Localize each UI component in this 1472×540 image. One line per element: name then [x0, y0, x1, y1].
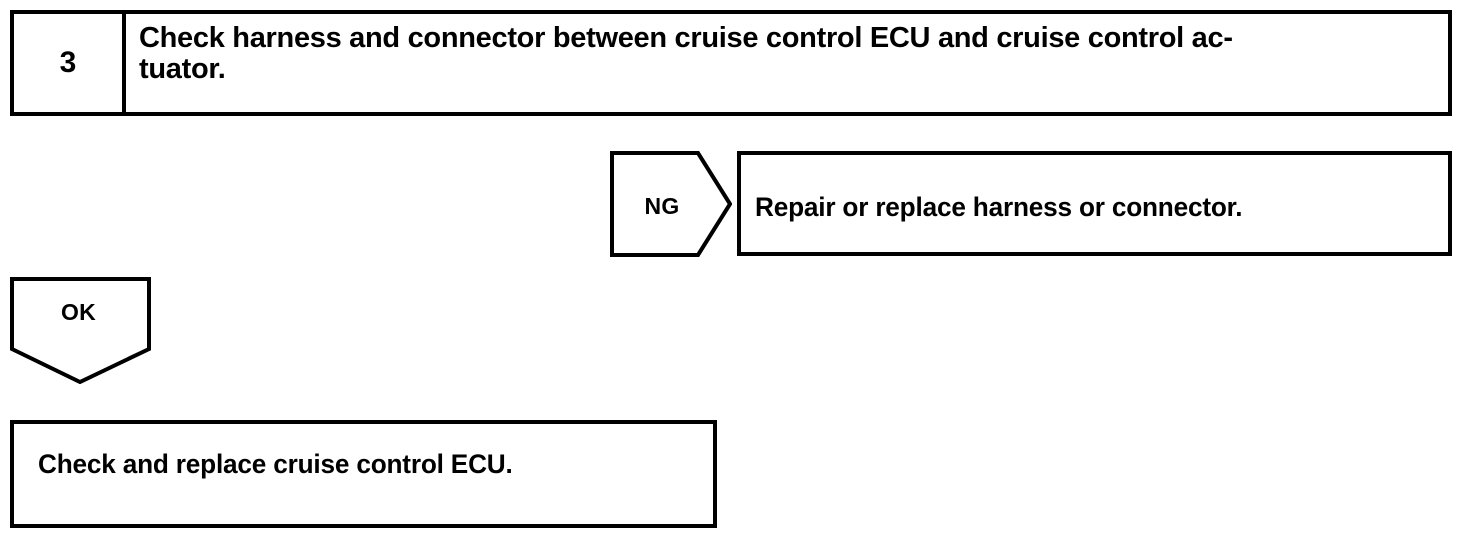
ng-outcome-box: Repair or replace harness or connector. [737, 151, 1452, 256]
ok-outcome-text: Check and replace cruise control ECU. [38, 449, 513, 479]
ng-outcome-text: Repair or replace harness or connector. [755, 192, 1243, 222]
step-description-cell: Check harness and connector between crui… [126, 14, 1448, 112]
ok-branch-label: OK [61, 299, 96, 325]
step-description-text: Check harness and connector between crui… [139, 22, 1233, 86]
step-number: 3 [59, 46, 77, 79]
ng-branch-label: NG [644, 193, 680, 219]
ng-branch-pentagon [610, 151, 732, 257]
step-number-cell: 3 [14, 14, 126, 112]
pentagon-down-icon [10, 277, 151, 384]
pentagon-right-icon [610, 151, 732, 257]
ok-branch-pentagon [10, 277, 151, 384]
ok-outcome-box: Check and replace cruise control ECU. [10, 420, 717, 528]
step-row: 3 Check harness and connector between cr… [10, 10, 1452, 116]
